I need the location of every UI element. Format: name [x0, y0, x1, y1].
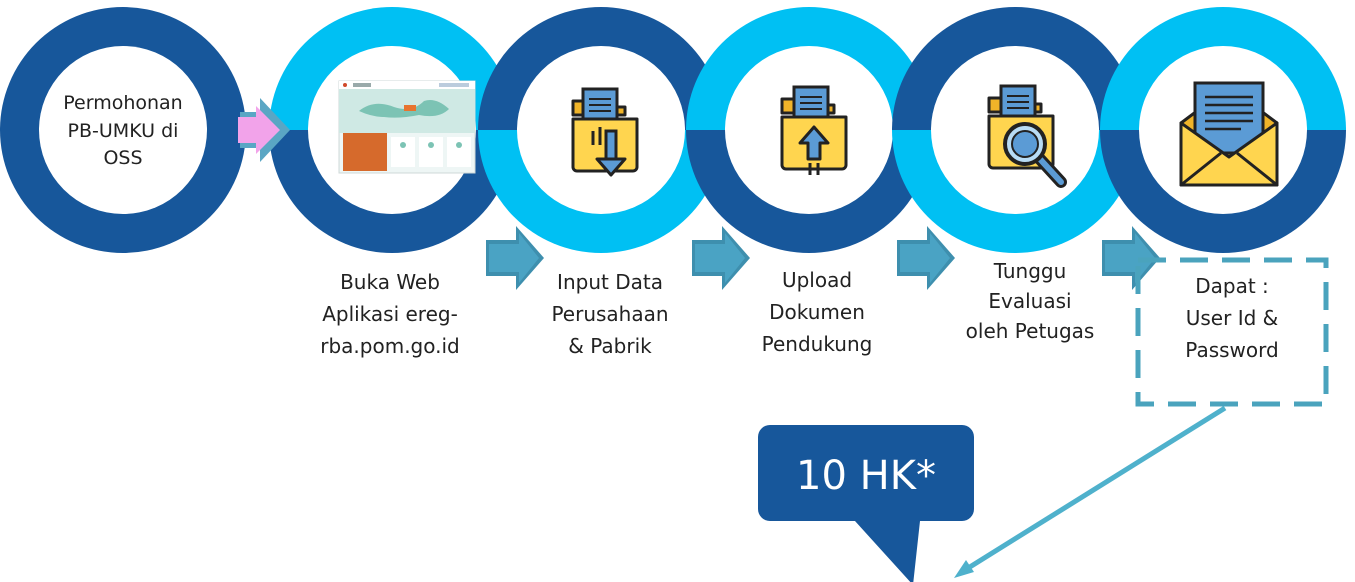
result-box — [1135, 257, 1329, 407]
envelope-letter-icon — [1179, 81, 1279, 187]
connector-arrow-3 — [897, 226, 955, 290]
start-line-3: OSS — [103, 147, 143, 170]
result-line-2: User Id & — [1185, 306, 1279, 330]
folder-search-icon — [987, 84, 1067, 188]
step-3-label: Upload Dokumen Pendukung — [742, 264, 892, 360]
step-3-circle — [686, 7, 932, 253]
step-2-line-3: & Pabrik — [568, 334, 652, 358]
connector-arrow-2 — [692, 226, 750, 290]
step-4-line-1: Tunggu — [993, 259, 1067, 283]
step-3-line-2: Dokumen — [769, 300, 865, 324]
callout-text: 10 HK* — [796, 453, 936, 499]
folder-download-icon — [571, 87, 639, 177]
step-4-line-2: Evaluasi — [988, 289, 1072, 313]
step-2-line-2: Perusahaan — [551, 302, 669, 326]
start-arrow — [238, 98, 290, 162]
step-2-line-1: Input Data — [557, 270, 663, 294]
step-4-label: Tunggu Evaluasi oleh Petugas — [950, 256, 1110, 346]
step-1-line-3: rba.pom.go.id — [320, 334, 460, 358]
connector-arrow-4 — [1102, 226, 1160, 290]
result-line-3: Password — [1185, 338, 1279, 362]
folder-upload-icon — [780, 85, 848, 175]
start-line-2: PB-UMKU di — [67, 119, 179, 142]
start-line-1: Permohonan — [63, 92, 183, 114]
result-line-1: Dapat : — [1195, 274, 1269, 298]
result-label: Dapat : User Id & Password — [1148, 270, 1316, 366]
start-label: Permohonan PB-UMKU di OSS — [40, 90, 206, 173]
step-1-line-2: Aplikasi ereg- — [322, 302, 458, 326]
connector-arrow-1 — [486, 226, 544, 290]
step-3-line-1: Upload — [781, 268, 853, 292]
step-3-line-3: Pendukung — [761, 332, 873, 356]
step-2-label: Input Data Perusahaan & Pabrik — [530, 266, 690, 362]
long-arrow — [954, 405, 1227, 578]
website-screenshot-icon — [338, 80, 476, 174]
step-1-line-1: Buka Web — [340, 270, 440, 294]
start-circle — [0, 7, 246, 253]
callout-bubble: 10 HK* — [758, 425, 974, 582]
step-1-label: Buka Web Aplikasi ereg- rba.pom.go.id — [300, 266, 480, 362]
step-4-line-3: oleh Petugas — [965, 319, 1095, 343]
